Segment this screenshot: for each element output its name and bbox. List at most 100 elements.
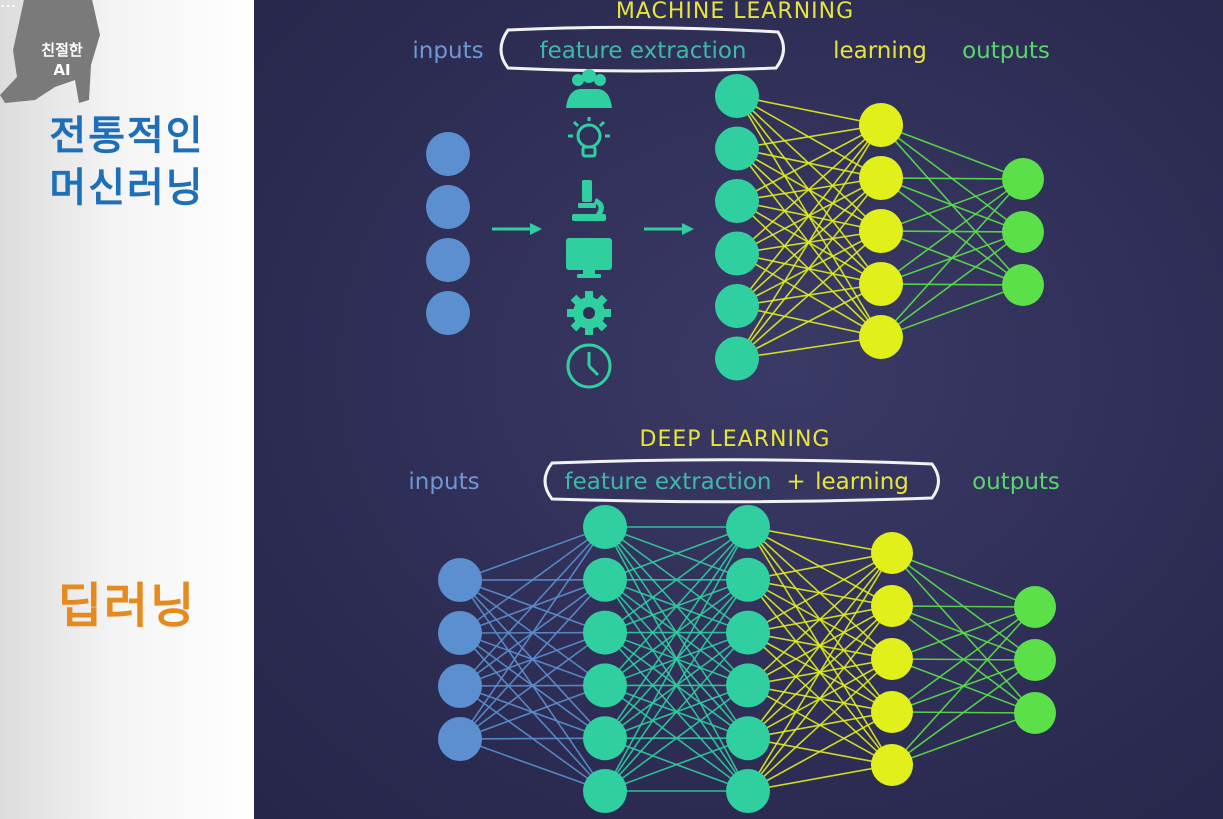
- people-icon: [566, 69, 612, 108]
- dl-connection-line: [459, 526, 606, 740]
- clock-icon: [566, 343, 612, 389]
- gear-icon: [567, 291, 611, 335]
- left-sidebar: 친절한 AI 전통적인 머신러닝 딥러닝: [0, 0, 254, 819]
- dl-learning-label: learning: [815, 469, 909, 495]
- traditional-ml-heading-line1: 전통적인: [49, 113, 205, 159]
- dl-input-node: [438, 717, 482, 761]
- ml-connection-line: [880, 178, 1024, 232]
- ml-connection-line: [736, 124, 882, 255]
- dl-connection-line: [891, 606, 1036, 660]
- dl-hidden-node: [726, 505, 770, 549]
- dl-inputs-label: inputs: [408, 469, 479, 495]
- ml-input-node: [426, 291, 470, 335]
- ml-connection-line: [880, 178, 1024, 285]
- microscope-icon: [572, 180, 606, 221]
- dl-connection-line: [459, 526, 606, 634]
- lightbulb-icon: [568, 117, 610, 158]
- ml-input-node: [426, 238, 470, 282]
- ml-feature-node: [715, 231, 759, 276]
- dl-connection-line: [604, 526, 749, 634]
- dl-hidden-node: [871, 585, 913, 627]
- dl-connection-line: [604, 684, 749, 792]
- ml-title: MACHINE LEARNING: [616, 0, 854, 24]
- dl-connection-line: [747, 552, 893, 739]
- dl-connection-line: [459, 631, 606, 740]
- ml-feature-extraction-label: feature extraction: [540, 38, 747, 64]
- connection-lines: [459, 95, 1036, 792]
- ml-output-node: [1002, 211, 1044, 253]
- ml-connection-line: [736, 124, 882, 150]
- arrow-right-icon: [492, 223, 542, 235]
- dl-connection-line: [459, 738, 606, 792]
- ml-feature-node: [715, 74, 759, 118]
- dl-hidden-node: [871, 638, 913, 680]
- deep-learning-heading: 딥러닝: [57, 578, 197, 634]
- dl-connection-line: [747, 552, 893, 792]
- ml-inputs-label: inputs: [412, 38, 483, 64]
- ml-connection-line: [736, 124, 882, 202]
- video-subtitle: ...: [0, 0, 17, 12]
- ml-learning-node: [859, 103, 903, 147]
- dl-connection-line: [747, 526, 893, 554]
- dl-input-node: [438, 558, 482, 602]
- logo-text: 친절한 AI: [34, 40, 90, 80]
- dl-connection-line: [747, 552, 893, 581]
- ml-input-node: [426, 132, 470, 176]
- dl-hidden-node: [583, 716, 627, 761]
- dl-input-node: [438, 611, 482, 655]
- ml-outputs-label: outputs: [962, 38, 1050, 64]
- dl-connection-line: [459, 526, 606, 687]
- ml-connection-line: [736, 177, 882, 359]
- dl-connection-line: [891, 606, 1036, 766]
- ml-learning-node: [859, 315, 903, 359]
- dl-connection-line: [604, 526, 749, 739]
- ml-feature-node: [715, 284, 759, 328]
- dl-connection-line: [747, 764, 893, 792]
- ml-connection-line: [880, 177, 1024, 180]
- dl-connection-line: [604, 526, 749, 581]
- dl-connection-line: [459, 684, 606, 740]
- dl-connection-line: [747, 658, 893, 792]
- dl-connection-line: [747, 711, 893, 792]
- ml-feature-node: [715, 179, 759, 223]
- dl-hidden-node: [726, 663, 770, 708]
- dl-connection-line: [891, 712, 1036, 766]
- ml-connection-line: [880, 124, 1024, 180]
- dl-connection-line: [604, 632, 749, 792]
- ml-connection-line: [880, 284, 1024, 338]
- dl-hidden-node: [726, 610, 770, 655]
- dl-connection-line: [747, 552, 893, 686]
- ml-connection-line: [880, 178, 1024, 338]
- ml-feature-node: [715, 126, 759, 171]
- dl-output-node: [1014, 586, 1056, 628]
- dl-connection-line: [891, 552, 1036, 608]
- dl-connection-line: [459, 526, 606, 581]
- network-nodes: [426, 74, 1056, 813]
- ml-learning-node: [859, 262, 903, 306]
- ml-connection-line: [880, 231, 1024, 338]
- dl-hidden-node: [871, 744, 913, 786]
- dl-input-node: [438, 664, 482, 708]
- cat-logo-icon: [0, 0, 100, 103]
- traditional-ml-heading: 전통적인 머신러닝: [0, 110, 254, 214]
- dl-hidden-node: [583, 505, 627, 549]
- dl-hidden-node: [871, 691, 913, 733]
- dl-outputs-label: outputs: [972, 469, 1060, 495]
- dl-connection-line: [747, 605, 893, 792]
- ml-connection-line: [736, 230, 882, 360]
- ml-learning-node: [859, 156, 903, 200]
- dl-connection-line: [604, 579, 749, 792]
- dl-plus-sign: +: [786, 469, 805, 495]
- ml-feature-node: [715, 336, 759, 381]
- dl-hidden-node: [726, 769, 770, 813]
- dl-connection-line: [891, 605, 1036, 608]
- logo-text-line2: AI: [53, 61, 71, 79]
- dl-hidden-node: [583, 610, 627, 655]
- ml-connection-line: [736, 336, 882, 360]
- dl-hidden-node: [726, 716, 770, 761]
- dl-connection-line: [459, 579, 606, 740]
- monitor-icon: [566, 238, 612, 278]
- dl-feature-extraction-label: feature extraction: [565, 469, 772, 495]
- dl-feature-extraction-outline: [543, 458, 940, 504]
- dl-connection-line: [604, 526, 749, 686]
